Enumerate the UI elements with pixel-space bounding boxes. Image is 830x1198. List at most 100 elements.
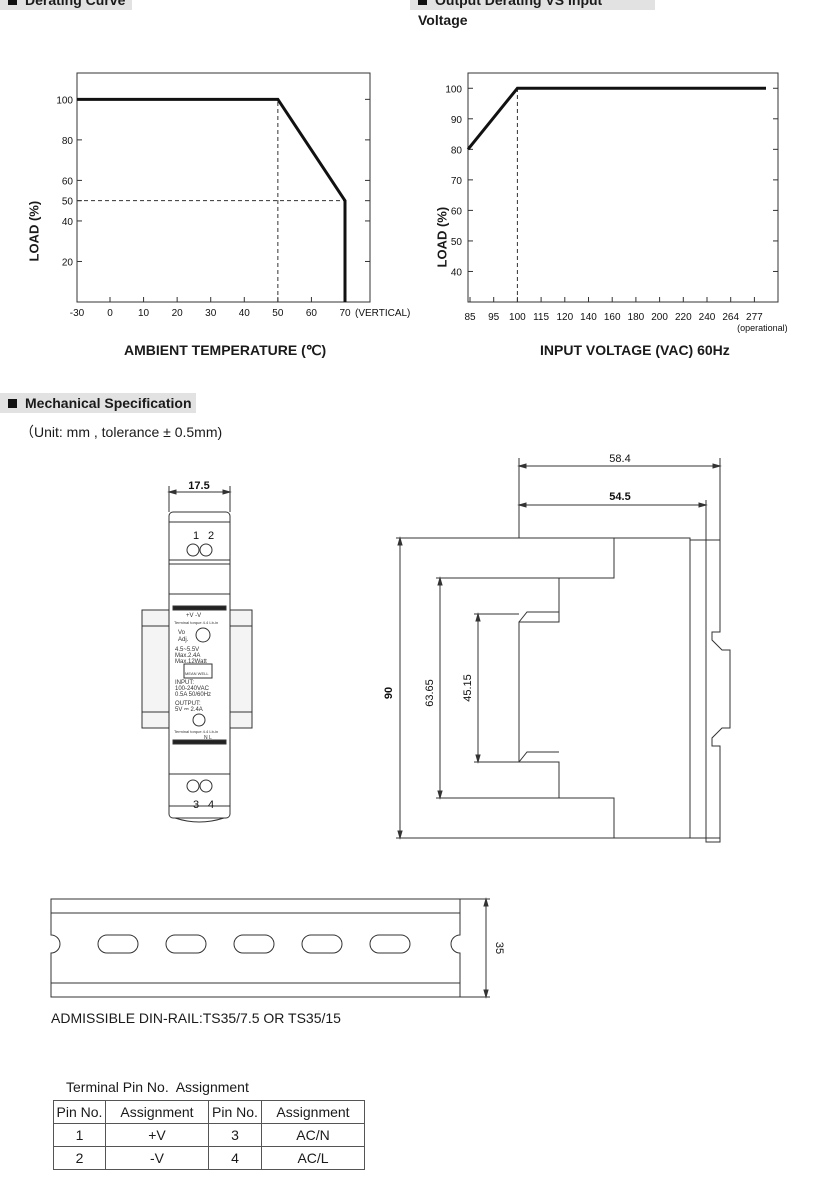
label-line: 4.5~5.5V [175, 647, 199, 653]
x-tick-label: 240 [699, 312, 716, 323]
dim-54-5: 54.5 [609, 491, 630, 503]
x-tick-label: 70 [339, 308, 351, 319]
x-tick-label: 85 [464, 312, 476, 323]
x-tick-label: 200 [651, 312, 668, 323]
mechanical-spec-title: Mechanical Specification [25, 395, 192, 411]
x-tick-label: 60 [306, 308, 318, 319]
label-line: N L [204, 735, 212, 741]
x-tick-label: 220 [675, 312, 692, 323]
x-tick-label: 20 [172, 308, 184, 319]
x-tick-label: 0 [107, 308, 113, 319]
y-tick-label: 90 [451, 115, 463, 126]
label-line: Adj. [178, 637, 189, 643]
front-bottom-pin-4: 4 [208, 799, 214, 811]
din-rail-caption: ADMISSIBLE DIN-RAIL:TS35/7.5 OR TS35/15 [51, 1010, 341, 1026]
x-tick-label: 95 [488, 312, 500, 323]
derating-series-line [77, 97, 347, 302]
front-bottom-pin-3: 3 [193, 799, 199, 811]
dim-58-4: 58.4 [609, 453, 630, 465]
bullet-square-icon [8, 0, 17, 5]
bullet-square-icon [418, 0, 427, 5]
output-derating-chart-svg: 85 95 100 115 120 140 160 180 200 220 240 264 277(op… [445, 72, 788, 333]
x-tick-label: 115 [533, 312, 549, 323]
label-line: Terminal torque 4.4 Lb-in [174, 620, 218, 625]
y-tick-label: 80 [62, 136, 74, 147]
x-tick-label: 100 [509, 312, 526, 323]
table-cell: 3 [208, 1123, 262, 1147]
x-tick-label: -30 [70, 308, 85, 319]
header-assignment: Assignment [105, 1100, 209, 1124]
dim-45-15: 45.15 [462, 674, 474, 702]
pin-assignment-table: Pin No. Assignment Pin No. Assignment 1 … [53, 1100, 365, 1170]
label-line: Vo [178, 630, 186, 636]
label-line: Max.12Watt [175, 659, 207, 665]
unit-note: （Unit: mm , tolerance ± 0.5mm) [20, 424, 223, 440]
derating-curve-header: Derating Curve [0, 0, 132, 10]
header-pin-no: Pin No. [53, 1100, 106, 1124]
table-cell: AC/N [261, 1123, 365, 1147]
y-tick-label: 100 [56, 95, 73, 106]
label-line: +V -V [186, 613, 201, 619]
y-tick-label: 60 [451, 206, 463, 217]
header-pin-no: Pin No. [208, 1100, 262, 1124]
y-tick-label: 40 [451, 267, 463, 278]
table-cell: AC/L [261, 1146, 365, 1170]
plot-frame [76, 72, 371, 303]
table-row: 2 -V 4 AC/L [53, 1146, 365, 1170]
dim-63-65: 63.65 [424, 679, 436, 707]
x-tick-label: 10 [138, 308, 150, 319]
y-tick-label: 20 [62, 257, 74, 268]
rail-dim-35: 35 [493, 942, 505, 954]
table-row: 1 +V 3 AC/N [53, 1123, 365, 1147]
x-tick-label: 30 [205, 308, 217, 319]
pin-table-title: Terminal Pin No. Assignment [66, 1079, 249, 1095]
x-tick-label: 180 [628, 312, 645, 323]
output-derating-series-line [466, 86, 766, 151]
mechanical-spec-header: Mechanical Specification [0, 393, 196, 413]
label-line: 5V ⎓ 2.4A [175, 707, 203, 713]
y-tick-label: 50 [62, 197, 74, 208]
y-tick-label: 40 [62, 217, 74, 228]
header-assignment: Assignment [261, 1100, 365, 1124]
front-top-pin-2: 2 [208, 530, 214, 542]
output-derating-header: Output Derating VS Input Voltage [410, 0, 655, 28]
table-header-row: Pin No. Assignment Pin No. Assignment [53, 1100, 365, 1124]
x-tick-label: 160 [604, 312, 621, 323]
label-line: 0.5A 50/60Hz [175, 692, 211, 698]
front-width-dim: 17.5 [188, 480, 209, 492]
x-tick-label: 277 [746, 312, 763, 323]
label-line: OUTPUT: [175, 701, 201, 707]
x-tick-label: 264 [722, 312, 739, 323]
label-line: MEAN WELL [185, 671, 209, 676]
x-tick-label: 50 [272, 308, 284, 319]
plot-frame [467, 72, 779, 303]
x-tick-label: 140 [580, 312, 597, 323]
derating-xlabel: AMBIENT TEMPERATURE (℃) [124, 342, 327, 358]
x-tick-note: (operational) [737, 323, 788, 333]
y-tick-label: 80 [451, 145, 463, 156]
derating-curve-title: Derating Curve [25, 0, 126, 8]
bullet-square-icon [8, 399, 17, 408]
dim-90: 90 [383, 687, 395, 699]
y-tick-label: 50 [451, 237, 463, 248]
table-cell: 4 [208, 1146, 262, 1170]
y-tick-label: 100 [445, 84, 462, 95]
output-derating-xlabel: INPUT VOLTAGE (VAC) 60Hz [540, 342, 730, 358]
y-tick-label: 70 [451, 176, 463, 187]
label-line: 100-240VAC [175, 686, 210, 692]
table-cell: 2 [53, 1146, 106, 1170]
label-line: Terminal torque 4.4 Lb-in [174, 729, 218, 734]
x-tick-suffix: (VERTICAL) [355, 308, 410, 319]
table-cell: 1 [53, 1123, 106, 1147]
label-line: Max.2.4A [175, 653, 200, 659]
label-line: INPUT: [175, 680, 194, 686]
output-derating-title: Output Derating VS Input Voltage [418, 0, 603, 28]
front-top-pin-1: 1 [193, 530, 199, 542]
y-tick-label: 60 [62, 176, 74, 187]
table-cell: -V [105, 1146, 209, 1170]
x-tick-label: 40 [239, 308, 251, 319]
x-tick-label: 120 [556, 312, 573, 323]
